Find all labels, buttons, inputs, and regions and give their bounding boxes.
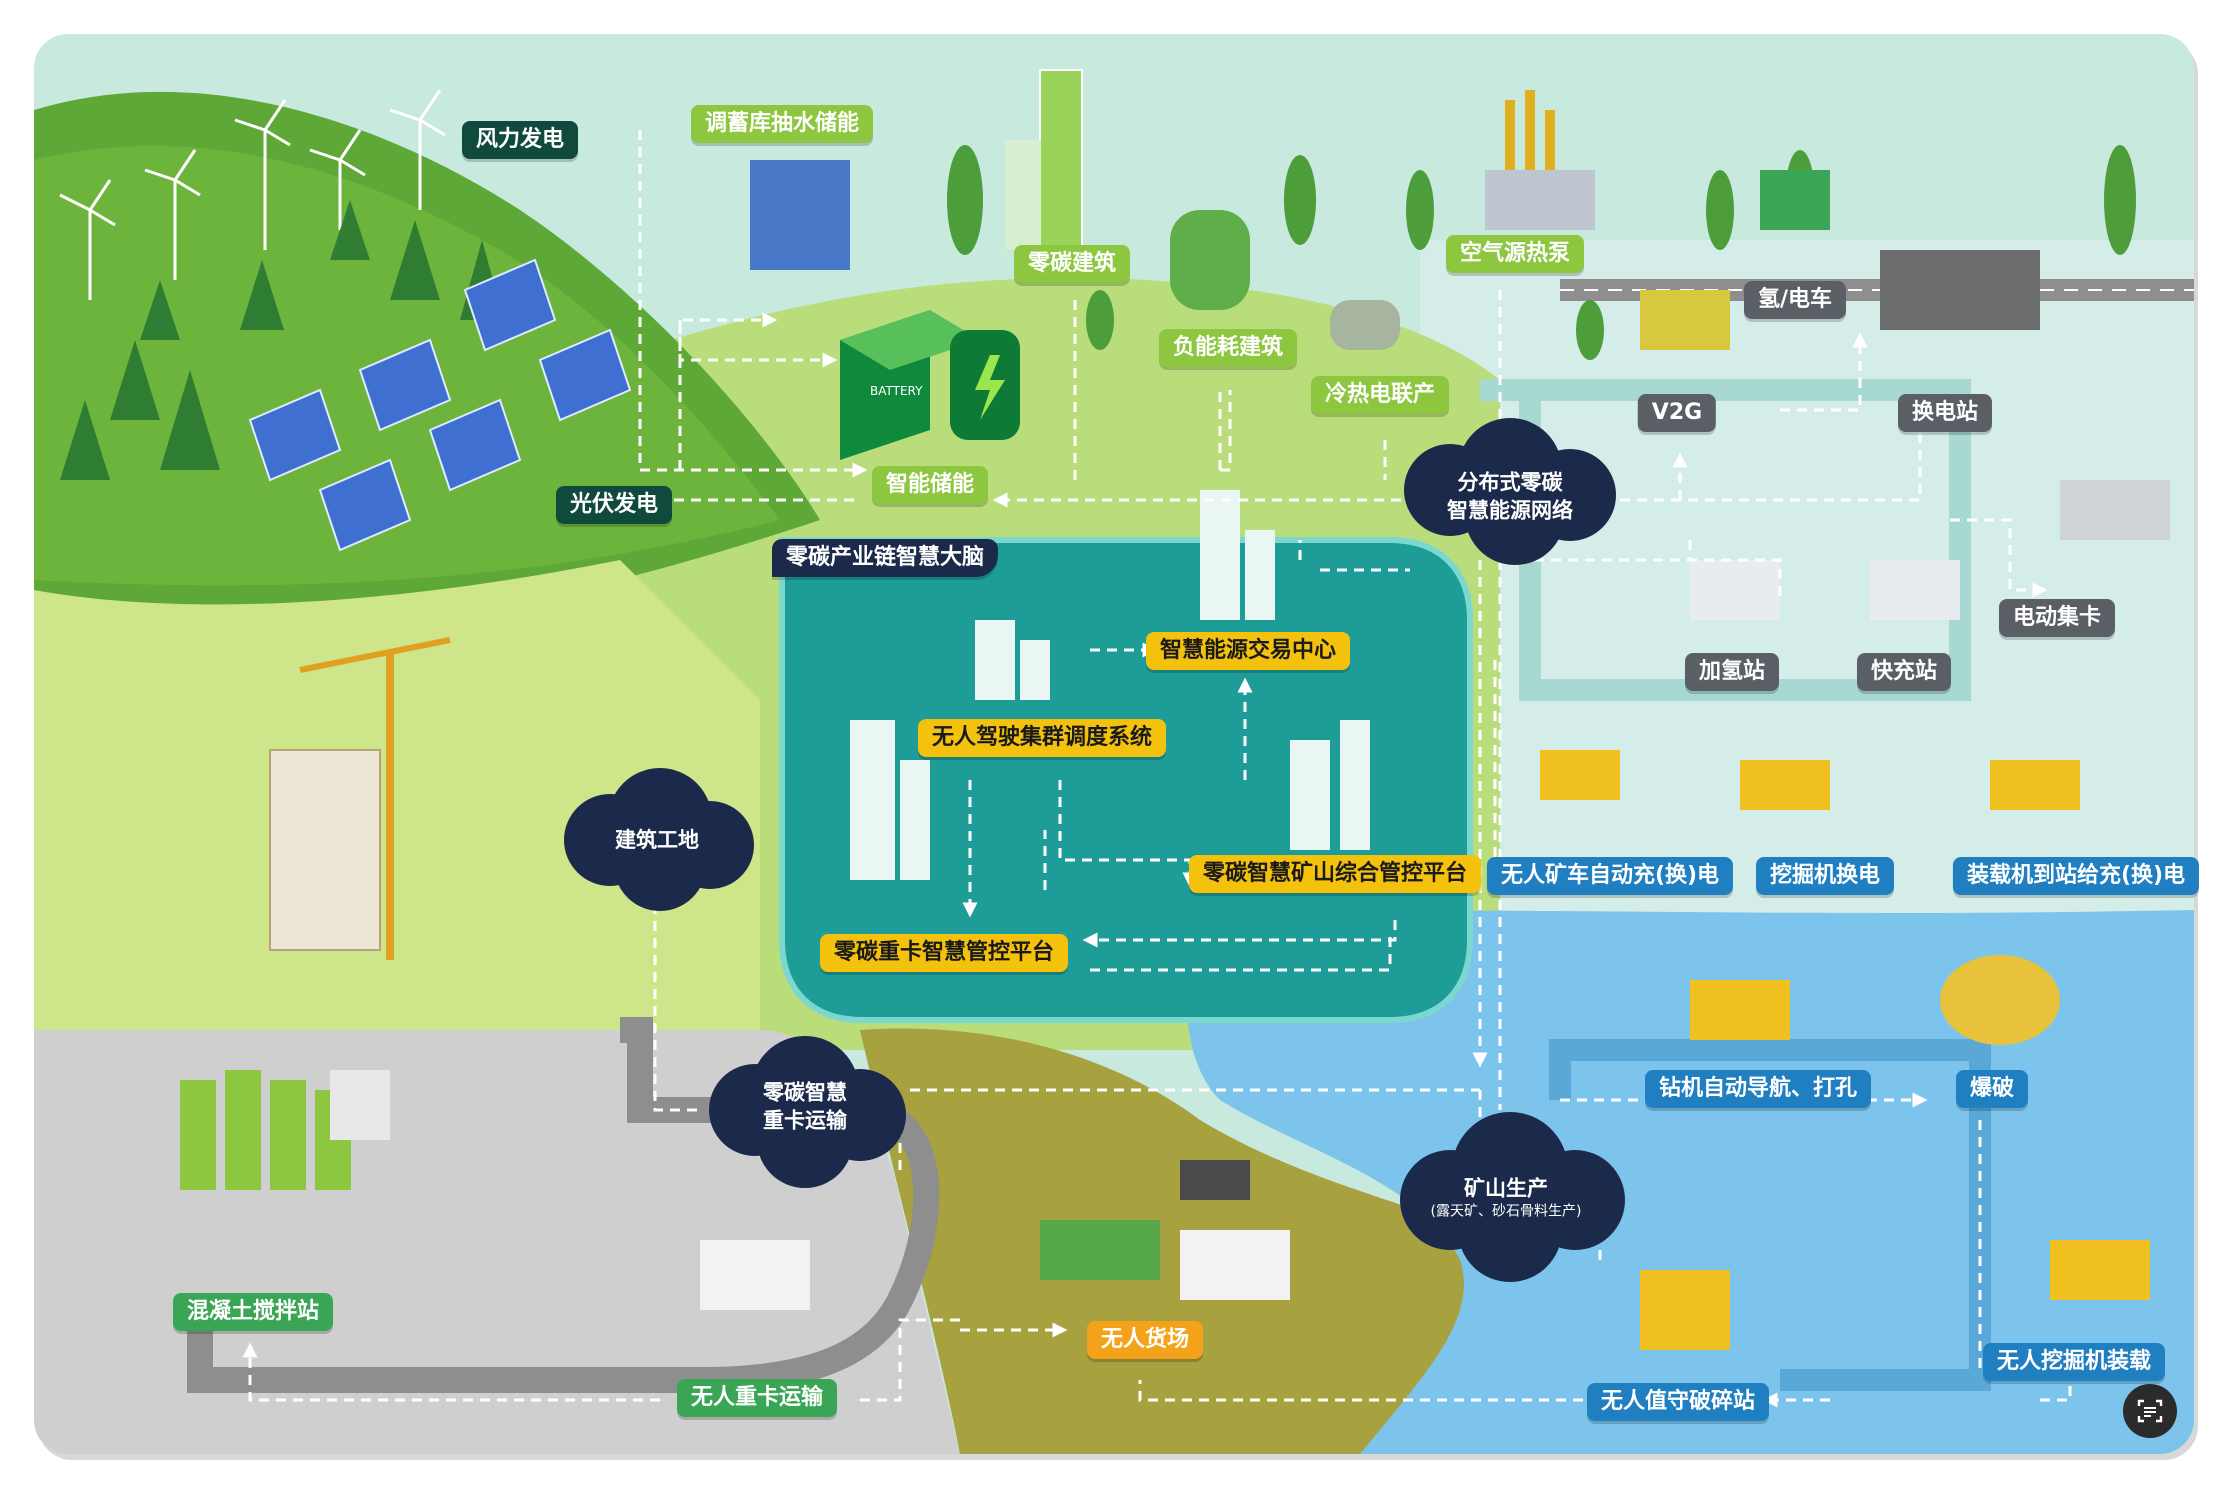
label-hydrogen-ev: 氢/电车 <box>1743 281 1847 319</box>
label-negative-energy-building: 负能耗建筑 <box>1158 329 1298 367</box>
tower-building <box>1039 69 1083 251</box>
label-zero-carbon-building: 零碳建筑 <box>1013 245 1131 283</box>
label-hydrogen-station: 加氢站 <box>1684 653 1780 691</box>
label-autonomous-dispatch: 无人驾驶集群调度系统 <box>917 719 1167 757</box>
scan-text-icon <box>2137 1399 2163 1423</box>
solar-panels <box>248 258 632 552</box>
clouds <box>564 418 1625 1282</box>
container <box>1180 1160 1250 1200</box>
yard-truck <box>1180 1230 1290 1300</box>
cloud-text-heavy-truck: 零碳智慧 重卡运输 <box>763 1080 847 1133</box>
label-smart-storage: 智能储能 <box>871 466 989 504</box>
battery-icon: BATTERY <box>840 310 1020 460</box>
label-energy-trading: 智慧能源交易中心 <box>1145 632 1351 670</box>
hydrogen-station-truck <box>1690 560 1780 620</box>
unmanned-excavator <box>2050 1240 2150 1300</box>
label-cchp: 冷热电联产 <box>1310 376 1450 414</box>
drill-rig <box>1690 980 1790 1040</box>
label-brain-title: 零碳产业链智慧大脑 <box>771 539 999 577</box>
crane-boom <box>299 637 451 673</box>
cloud-text-construction-site: 建筑工地 <box>615 827 699 852</box>
label-battery-swap: 换电站 <box>1897 394 1993 432</box>
cloud-mine-title: 矿山生产 <box>1464 1176 1548 1201</box>
cloud-heavy-truck-transport <box>709 1036 906 1188</box>
chimney <box>1545 110 1555 170</box>
label-drill-nav: 钻机自动导航、打孔 <box>1644 1070 1872 1108</box>
label-unmanned-truck-transport: 无人重卡运输 <box>676 1379 838 1417</box>
label-loader-charge: 装载机到站给充(换)电 <box>1952 857 2200 895</box>
hydrogen-truck <box>1760 170 1830 230</box>
blast-rock <box>1940 955 2060 1045</box>
chimney <box>1525 90 1535 170</box>
label-concrete-station: 混凝土搅拌站 <box>172 1293 334 1331</box>
forest <box>60 200 504 480</box>
loader <box>1990 760 2080 810</box>
ev-loop-road <box>1480 379 1971 701</box>
brain-city <box>850 490 1370 880</box>
warehouse <box>1040 1220 1160 1280</box>
building <box>1005 140 1041 250</box>
label-blasting: 爆破 <box>1955 1070 2029 1108</box>
cloud-construction-site <box>564 768 754 911</box>
unmanned-heavy-truck <box>700 1240 810 1310</box>
label-unmanned-crusher: 无人值守破碎站 <box>1586 1383 1770 1421</box>
label-pumped-storage: 调蓄库抽水储能 <box>690 105 874 143</box>
fastcharge-truck <box>1870 560 1960 620</box>
cloud-text-energy-network: 分布式零碳 智慧能源网络 <box>1447 470 1573 523</box>
road-segment <box>187 1097 940 1393</box>
cloud-text-mine-production: 矿山生产 (露天矿、砂石骨料生产) <box>1431 1174 1582 1221</box>
label-electric-truck: 电动集卡 <box>1998 599 2116 637</box>
v2g-van <box>1640 290 1730 350</box>
cloud-mine-subtitle: (露天矿、砂石骨料生产) <box>1430 1203 1582 1220</box>
excavator <box>1740 760 1830 810</box>
label-unmanned-excavator: 无人挖掘机装载 <box>1982 1343 2166 1381</box>
wind-turbines <box>59 89 446 300</box>
construction-zone <box>34 560 760 1030</box>
cloud-energy-network <box>1404 418 1616 565</box>
label-mine-control: 零碳智慧矿山综合管控平台 <box>1188 855 1482 893</box>
round-building <box>1170 210 1250 310</box>
cloud-mine-production <box>1400 1112 1625 1282</box>
scan-text-button[interactable] <box>2123 1384 2177 1438</box>
construction-building <box>269 749 381 951</box>
label-mine-truck-charge: 无人矿车自动充(换)电 <box>1486 857 1734 895</box>
label-excavator-swap: 挖掘机换电 <box>1755 857 1895 895</box>
cchp-plant <box>1330 300 1400 350</box>
label-unmanned-yard: 无人货场 <box>1086 1321 1204 1359</box>
label-v2g: V2G <box>1637 394 1717 432</box>
label-wind-power: 风力发电 <box>461 121 579 159</box>
electric-container-truck <box>2060 480 2170 540</box>
label-fast-charge: 快充站 <box>1856 653 1952 691</box>
label-truck-control: 零碳重卡智慧管控平台 <box>819 934 1069 972</box>
chimney <box>1505 100 1515 170</box>
mine-truck <box>1540 750 1620 800</box>
battery-text: BATTERY <box>870 384 923 398</box>
mine-road <box>1549 1039 1991 1391</box>
swap-station-building <box>1880 250 2040 330</box>
pumped-storage-plant <box>750 160 850 270</box>
label-air-heat-pump: 空气源热泵 <box>1445 235 1585 273</box>
crusher <box>1640 1270 1730 1350</box>
label-solar-power: 光伏发电 <box>555 486 673 524</box>
concrete-silos <box>180 1070 390 1190</box>
factory <box>1485 170 1595 230</box>
